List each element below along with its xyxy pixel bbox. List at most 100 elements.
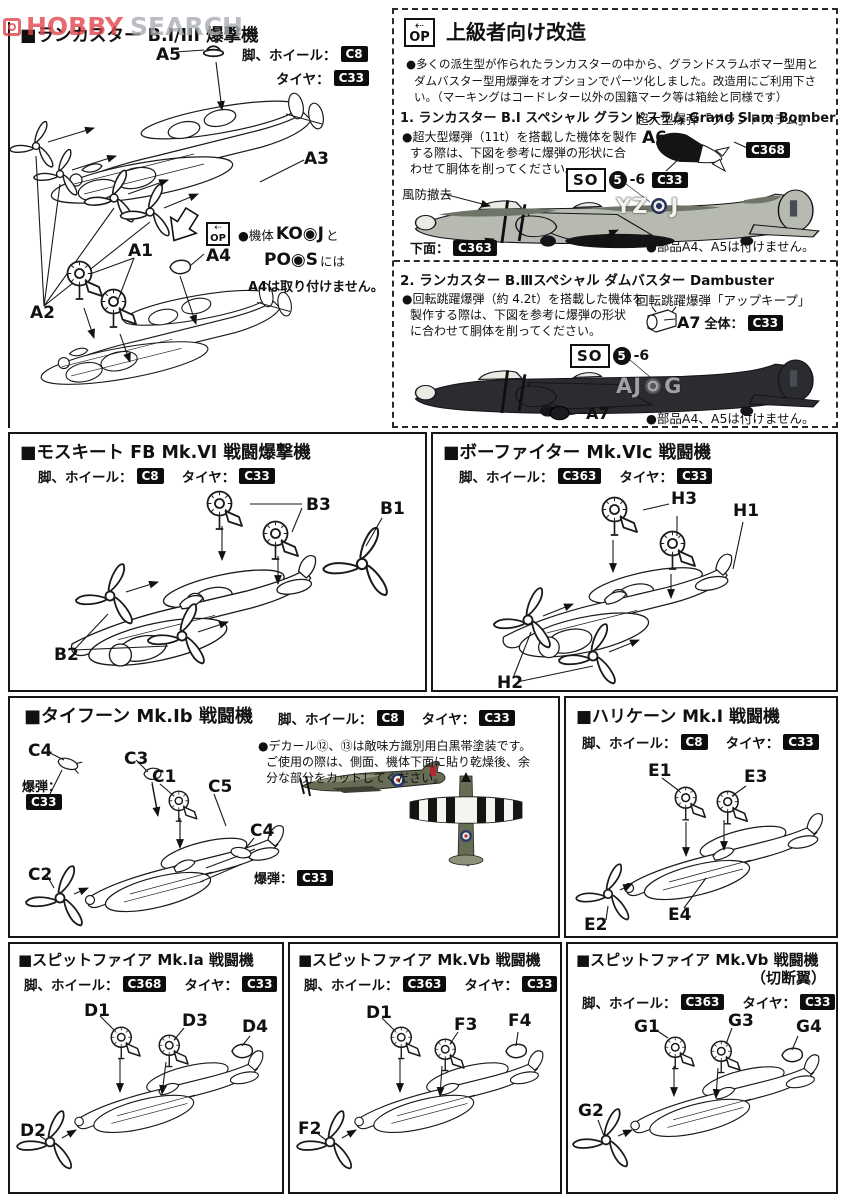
color-badge-c33: C33 — [26, 794, 62, 810]
color-badge: C33 — [239, 468, 275, 484]
spitfire-vb-clipped-illustration: G1 G3 G4 G2 — [571, 1011, 822, 1169]
part-label-h1: H1 — [733, 501, 759, 521]
part-label-h3: H3 — [671, 489, 697, 509]
spitfire-vb-paint-legend: 脚、ホイール：C363 タイヤ：C33 — [304, 974, 558, 994]
propeller-part — [574, 863, 636, 922]
color-badge: C33 — [799, 994, 836, 1010]
section-mosquito: ■モスキート FB Mk.VI 戦闘爆撃機 脚、ホイール：C8 タイヤ：C33 … — [8, 432, 427, 692]
part-label-b1: B1 — [380, 499, 405, 519]
part-label-f2: F2 — [298, 1119, 321, 1139]
part-label-b2: B2 — [54, 645, 79, 665]
gear-label: 脚、ホイール： — [242, 48, 337, 64]
op-option-icon: OP — [206, 222, 230, 246]
landing-gear-part — [262, 520, 299, 560]
op-intro: ●多くの派生型が作られたランカスターの中から、グランドスラムボマー型用と ダムバ… — [406, 57, 819, 104]
a4-note-line2: PO◉S には — [264, 250, 346, 270]
part-label-g3: G3 — [728, 1011, 754, 1031]
color-badge-c363: C363 — [453, 239, 497, 256]
bomb-color-label: 爆弾： — [22, 780, 62, 795]
dashed-arrow-icon — [214, 224, 222, 233]
spitfire-ia-title: ■スピットファイア Mk.Ia 戦闘機 — [18, 951, 254, 969]
color-badge: C33 — [479, 710, 515, 726]
hurricane-title: ■ハリケーン Mk.I 戦闘機 — [576, 707, 781, 727]
upkeep-color-note: A7 全体： C33 — [677, 313, 784, 332]
part-label-a6: A6 — [642, 128, 667, 148]
grand-slam-heading: 1. ランカスター B.I スペシャル グランドスラム Grand Slam B… — [400, 111, 836, 126]
grand-slam-bomb-caption: 超大型爆弾「グランドスラム」 — [636, 112, 811, 127]
part-label-c2: C2 — [28, 865, 52, 885]
color-badge-c33: C33 — [297, 869, 333, 886]
part-label-c3: C3 — [124, 749, 148, 769]
part-label-c5: C5 — [208, 777, 232, 797]
dambuster-heading: 2. ランカスター B.Ⅲスペシャル ダムバスター Dambuster — [400, 273, 775, 289]
color-badge: C33 — [521, 976, 558, 992]
section-typhoon: ■タイフーン Mk.Ib 戦闘機 脚、ホイール：C8 タイヤ：C33 ●デカール… — [8, 696, 560, 938]
color-badge: C33 — [241, 976, 278, 992]
spitfire-line-art — [354, 1050, 544, 1141]
part-label-g2: G2 — [578, 1101, 604, 1121]
part-label-g4: G4 — [796, 1017, 822, 1037]
fuselage-code-grand-slam: YZ J — [616, 194, 680, 218]
landing-gear-part — [664, 1036, 695, 1070]
propeller-part — [321, 526, 396, 597]
typhoon-title: ■タイフーン Mk.Ib 戦闘機 — [24, 706, 253, 727]
color-badge: C33 — [783, 734, 819, 750]
lancaster-illustration: A5 A3 A2 A1 — [10, 45, 329, 394]
section-spitfire-vb-clipped: ■スピットファイア Mk.Vb 戦闘機 （切断翼） 脚、ホイール：C363 タイ… — [566, 942, 838, 1194]
spitfire-vb-clipped-paint-legend: 脚、ホイール：C363 タイヤ：C33 — [582, 992, 836, 1012]
part-label-e3: E3 — [744, 767, 767, 787]
typhoon-illustration: C4 C3 C1 C5 C2 C4 — [24, 741, 523, 928]
grand-slam-bomb-illustration — [656, 132, 731, 173]
part-label-e4: E4 — [668, 905, 692, 925]
color-badge: C8 — [136, 468, 164, 484]
spitfire-vb-title: ■スピットファイア Mk.Vb 戦闘機 — [298, 951, 541, 969]
landing-gear-part — [659, 530, 696, 570]
part-label-g1: G1 — [634, 1017, 660, 1037]
landing-gear-part — [674, 786, 706, 821]
tire-label: タイヤ： — [276, 72, 330, 88]
color-badge-c368: C368 — [746, 142, 790, 158]
lancaster-grand-slam-side-view — [414, 188, 821, 249]
part-label-d1: D1 — [366, 1003, 392, 1023]
section-lancaster: ■ランカスター B.I/III 爆撃機 脚、ホイール： C8 タイヤ： C33 … — [8, 22, 386, 428]
landing-gear-part — [66, 260, 103, 300]
part-label-d1: D1 — [84, 1001, 110, 1021]
spitfire-ia-paint-legend: 脚、ホイール：C368 タイヤ：C33 — [24, 974, 278, 994]
spitfire-vb-illustration: D1 F3 F4 F2 — [295, 1003, 544, 1171]
section-spitfire-ia: ■スピットファイア Mk.Ia 戦闘機 脚、ホイール：C368 タイヤ：C33 … — [8, 942, 284, 1194]
a4-note-line3: A4は取り付けません。 — [248, 280, 384, 295]
raf-roundel-icon — [651, 198, 668, 214]
raf-roundel-icon — [645, 378, 662, 394]
color-badge: C33 — [676, 468, 713, 484]
landing-gear-part — [110, 1026, 141, 1060]
wing-part — [505, 1043, 528, 1059]
part-label-a3: A3 — [304, 149, 329, 169]
landing-gear-part — [434, 1038, 465, 1072]
section-advanced-conversion: OP 上級者向け改造 ●多くの派生型が作られたランカスターの中から、グランドスラ… — [392, 8, 838, 428]
color-badge: C8 — [680, 734, 708, 750]
section-hurricane: ■ハリケーン Mk.I 戦闘機 脚、ホイール：C8 タイヤ：C33 E1 E3 … — [564, 696, 838, 938]
part-label-a1: A1 — [128, 241, 153, 261]
spitfire-vb-clipped-title: ■スピットファイア Mk.Vb 戦闘機 — [576, 951, 819, 969]
part-label-f4: F4 — [508, 1011, 532, 1031]
dambuster-body: ●回転跳躍爆弾（約 4.2t）を搭載した機体を 製作する際は、下図を参考に爆弾の… — [402, 292, 645, 338]
part-label-a4: A4 — [206, 246, 231, 266]
lancaster-title: ■ランカスター B.I/III 爆撃機 — [20, 26, 259, 46]
grand-slam-parts-note: ●部品A4、A5は付けません。 — [646, 239, 815, 254]
wing-part — [781, 1047, 804, 1063]
hurricane-illustration: E1 E3 E2 E4 — [574, 761, 824, 935]
mosquito-paint-legend: 脚、ホイール：C8 タイヤ：C33 — [38, 466, 275, 486]
so-decal-badge: SO 5 -6 — [566, 168, 645, 192]
part-label-e1: E1 — [648, 761, 671, 781]
lancaster-dambuster-side-view — [414, 358, 821, 421]
dome-part-a5 — [202, 45, 225, 58]
landing-gear-part — [710, 1040, 741, 1074]
propeller-part — [10, 120, 59, 169]
landing-gear-part — [206, 490, 243, 530]
part-label-a7-plane: A7 — [586, 404, 610, 423]
color-badge-c8: C8 — [340, 46, 368, 62]
a4-note-line1: ●機体 KO◉J と — [238, 224, 339, 244]
color-badge: C368 — [122, 976, 167, 992]
color-badge: C363 — [402, 976, 447, 992]
